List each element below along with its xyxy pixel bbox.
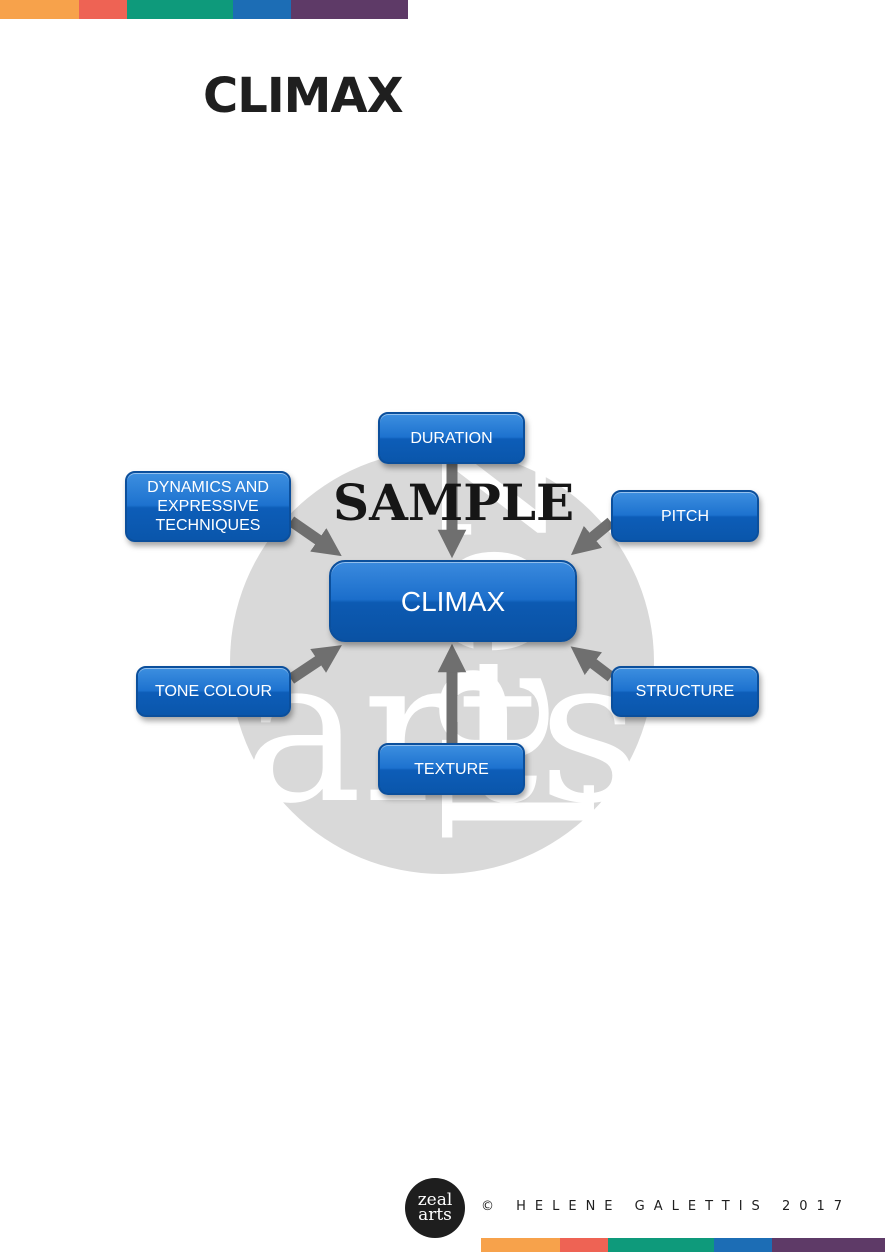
node-pitch: PITCH bbox=[611, 490, 759, 542]
stripe-segment bbox=[233, 0, 291, 19]
arrow-pitch-to-climax bbox=[570, 517, 615, 556]
sample-watermark: SAMPLE bbox=[333, 473, 575, 532]
footer-logo-line-2: arts bbox=[418, 1205, 452, 1225]
node-texture: TEXTURE bbox=[378, 743, 525, 795]
node-dynamics: DYNAMICS AND EXPRESSIVE TECHNIQUES bbox=[125, 471, 291, 542]
stripe-segment bbox=[79, 0, 127, 19]
node-tone-colour: TONE COLOUR bbox=[136, 666, 291, 717]
node-texture-label: TEXTURE bbox=[414, 760, 489, 778]
stripe-segment bbox=[0, 0, 79, 19]
page-title: CLIMAX bbox=[203, 68, 404, 124]
node-structure-label: STRUCTURE bbox=[635, 683, 735, 700]
node-duration-label: DURATION bbox=[410, 429, 493, 447]
stripe-segment bbox=[481, 1238, 560, 1252]
node-climax: CLIMAX bbox=[329, 560, 577, 642]
watermark-logo-line-2: arts bbox=[243, 615, 641, 848]
node-tone-colour-label: TONE COLOUR bbox=[154, 683, 273, 700]
arrow-structure-to-climax bbox=[570, 646, 615, 682]
stripe-segment bbox=[608, 1238, 714, 1252]
stripe-segment bbox=[714, 1238, 772, 1252]
arrow-dynamics-to-climax bbox=[287, 516, 342, 557]
top-color-stripe bbox=[0, 0, 408, 19]
stripe-segment bbox=[772, 1238, 885, 1252]
node-climax-label: CLIMAX bbox=[400, 585, 506, 617]
copyright-text: © HELENE GALETTIS 2017 bbox=[481, 1199, 852, 1214]
node-dynamics-label: DYNAMICS AND EXPRESSIVE TECHNIQUES bbox=[147, 479, 269, 534]
stripe-segment bbox=[560, 1238, 608, 1252]
footer-logo-line-1: zeal bbox=[417, 1190, 453, 1210]
arrows-group bbox=[287, 464, 615, 743]
bottom-color-stripe bbox=[481, 1238, 885, 1252]
node-duration: DURATION bbox=[378, 412, 525, 464]
stripe-segment bbox=[291, 0, 408, 19]
node-structure: STRUCTURE bbox=[611, 666, 759, 717]
stripe-segment bbox=[127, 0, 233, 19]
arrow-tone-to-climax bbox=[287, 645, 342, 684]
footer-logo: zeal arts bbox=[405, 1178, 465, 1238]
node-pitch-label: PITCH bbox=[661, 507, 709, 525]
